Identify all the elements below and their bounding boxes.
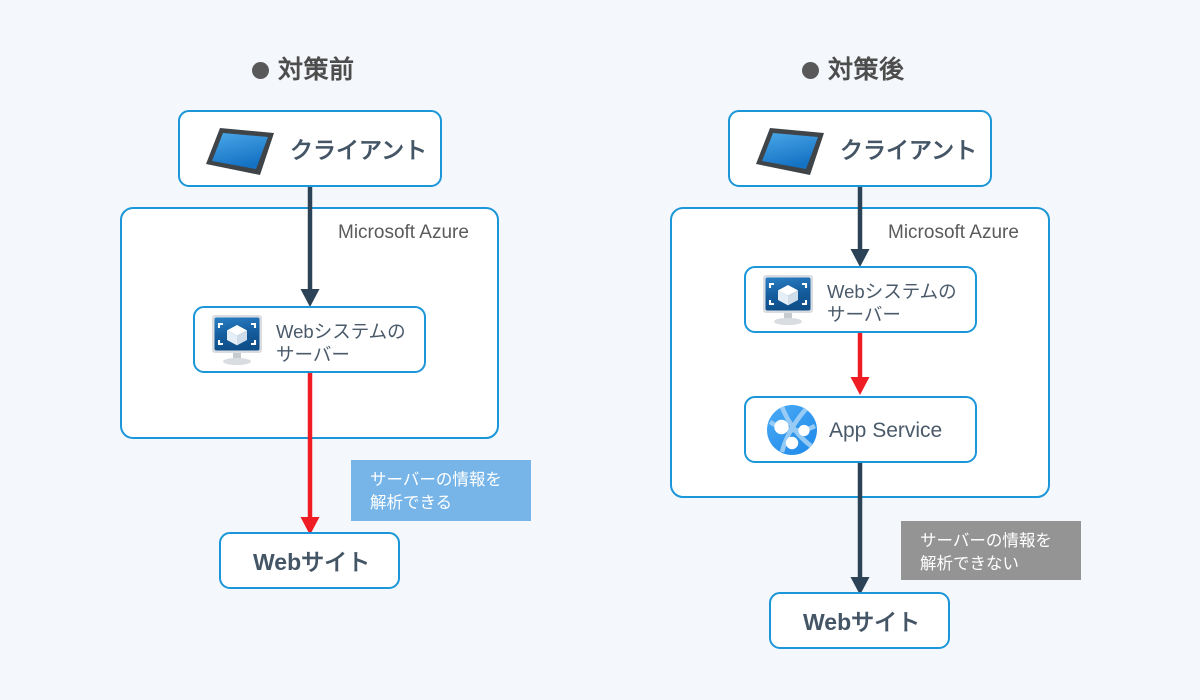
bullet-dot-icon bbox=[802, 62, 819, 79]
web-server-monitor-icon bbox=[760, 273, 816, 332]
laptop-icon bbox=[198, 118, 280, 185]
node-app-service-label: App Service bbox=[829, 419, 943, 442]
callout-after: サーバーの情報を 解析できない bbox=[901, 521, 1081, 580]
arrow-appservice-to-website-after bbox=[850, 462, 870, 595]
laptop-icon bbox=[748, 118, 830, 185]
arrow-client-to-server-after bbox=[850, 186, 870, 267]
app-service-icon bbox=[766, 404, 818, 461]
callout-before: サーバーの情報を 解析できる bbox=[351, 460, 531, 521]
panel-title-before-text: 対策前 bbox=[278, 56, 355, 84]
node-web-system-server-before-label: Webシステムの サーバー bbox=[276, 321, 406, 365]
arrow-client-to-server-before bbox=[300, 186, 320, 307]
bullet-dot-icon bbox=[252, 62, 269, 79]
web-server-monitor-icon bbox=[209, 313, 265, 372]
panel-title-after: 対策後 bbox=[802, 50, 905, 86]
node-website-after-label: Webサイト bbox=[803, 609, 921, 635]
panel-title-after-text: 対策後 bbox=[828, 56, 905, 84]
node-website-before-label: Webサイト bbox=[253, 549, 371, 575]
node-website-before[interactable] bbox=[219, 532, 400, 589]
azure-group-label-after: Microsoft Azure bbox=[888, 222, 1019, 243]
node-website-after[interactable] bbox=[769, 592, 950, 649]
arrow-server-to-appservice-after bbox=[850, 332, 870, 395]
panel-title-before: 対策前 bbox=[252, 50, 355, 86]
azure-group-label-before: Microsoft Azure bbox=[338, 222, 469, 243]
node-web-system-server-after-label: Webシステムの サーバー bbox=[827, 281, 957, 325]
node-client-before-label: クライアント bbox=[290, 137, 428, 163]
node-client-after-label: クライアント bbox=[840, 137, 978, 163]
arrow-server-to-website-before bbox=[300, 372, 320, 535]
